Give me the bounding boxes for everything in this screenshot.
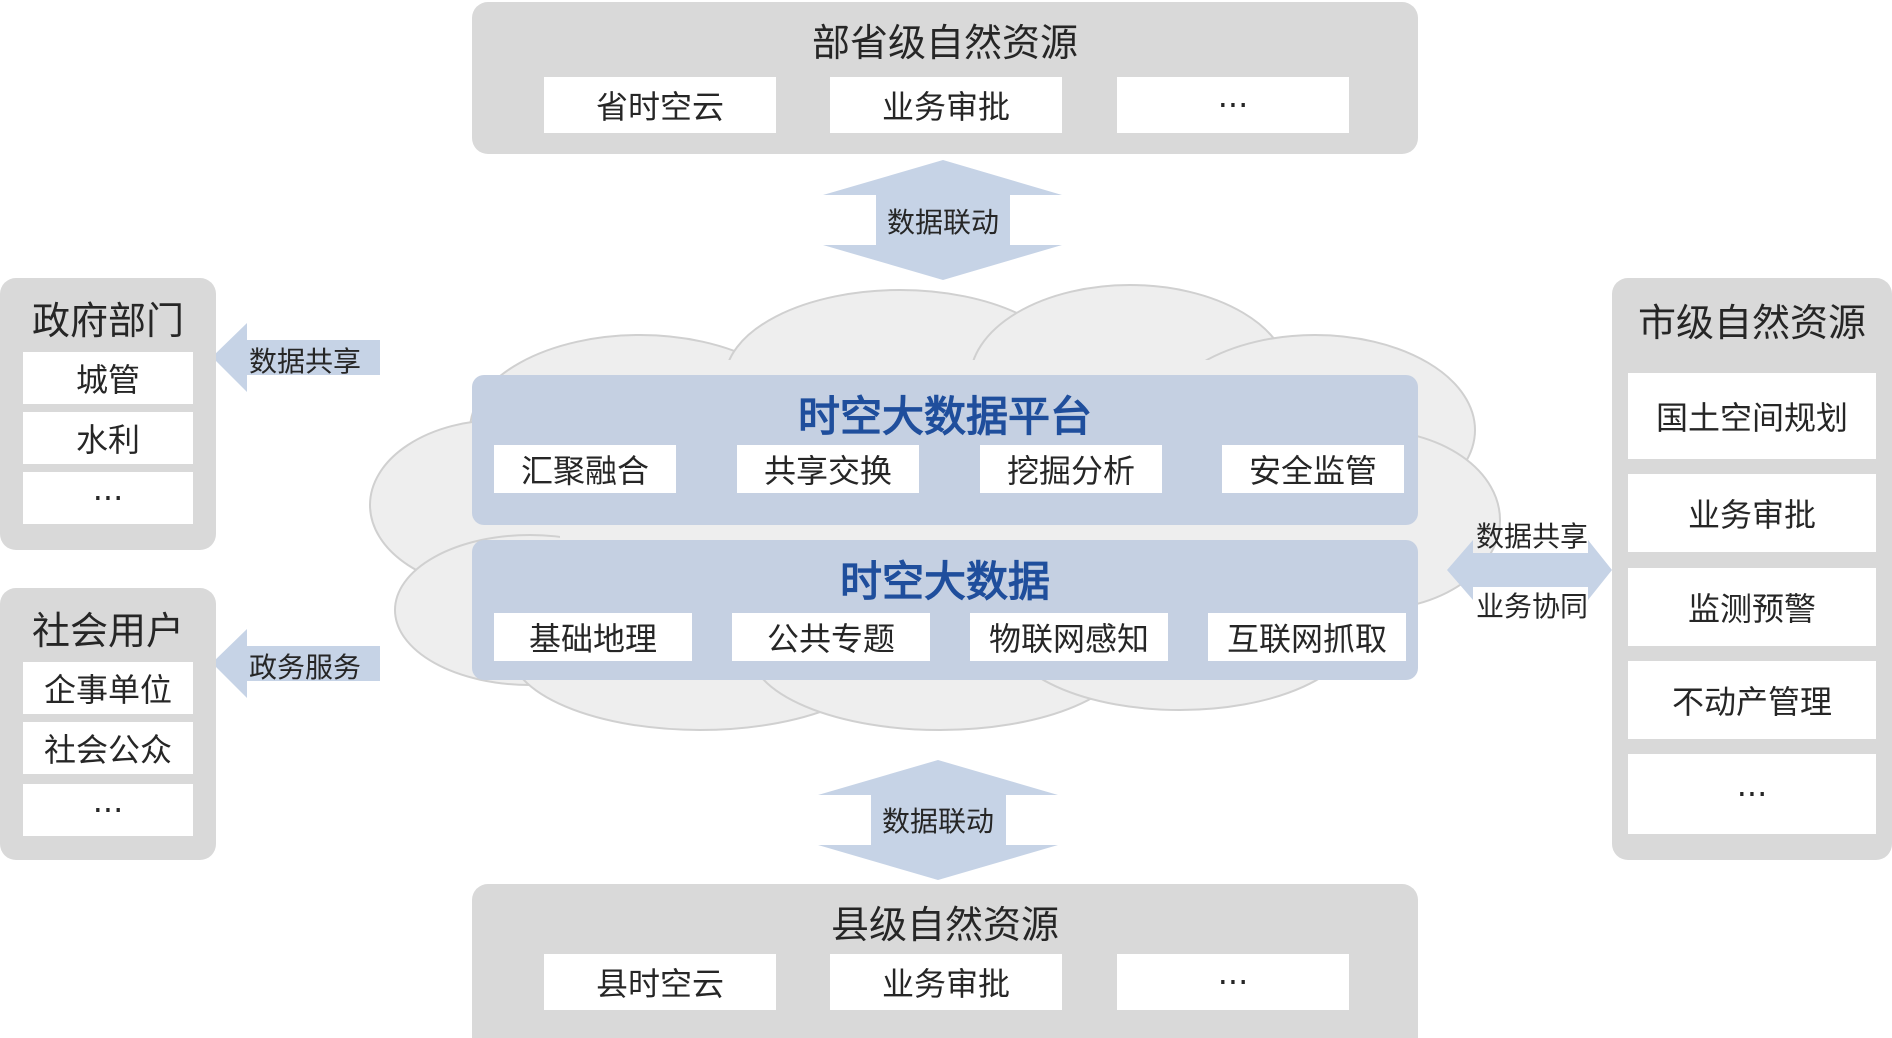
panel-title: 市级自然资源	[1637, 301, 1866, 345]
bottom-link-label: 数据联动	[881, 805, 994, 838]
item-box: 国土空间规划	[1628, 373, 1876, 459]
item-box: 业务审批	[830, 77, 1062, 133]
item-box: 不动产管理	[1628, 661, 1876, 739]
item-box: 挖掘分析	[980, 445, 1162, 493]
item-box: 安全监管	[1222, 445, 1404, 493]
gov-link-label: 数据共享	[248, 345, 361, 378]
right-link-label-bottom: 业务协同	[1475, 590, 1588, 623]
item-box: 县时空云	[544, 954, 776, 1010]
item-box: 社会公众	[23, 722, 193, 774]
item-box: 物联网感知	[970, 613, 1168, 661]
bigdata-panel: 时空大数据 基础地理 公共专题 物联网感知 互联网抓取	[472, 540, 1418, 680]
provincial-resources-panel: 部省级自然资源 省时空云 业务审批 ···	[472, 2, 1418, 154]
panel-title: 社会用户	[31, 609, 184, 653]
right-link-label-top: 数据共享	[1475, 520, 1588, 553]
panel-title: 县级自然资源	[830, 903, 1059, 947]
panel-title: 部省级自然资源	[811, 21, 1078, 65]
city-resources-panel: 市级自然资源 国土空间规划 业务审批 监测预警 不动产管理 ···	[1612, 278, 1892, 860]
arrow-shapes	[212, 160, 1612, 880]
item-box: 共享交换	[737, 445, 919, 493]
item-box: ···	[1117, 954, 1349, 1010]
item-box: 业务审批	[1628, 474, 1876, 552]
platform-panel: 时空大数据平台 汇聚融合 共享交换 挖掘分析 安全监管	[472, 375, 1418, 525]
item-box: 公共专题	[732, 613, 930, 661]
top-link-label: 数据联动	[886, 206, 999, 239]
bigdata-title: 时空大数据	[839, 557, 1050, 606]
item-box: 业务审批	[830, 954, 1062, 1010]
item-box: 监测预警	[1628, 568, 1876, 646]
item-box: ···	[1117, 77, 1349, 133]
item-box: 城管	[23, 352, 193, 404]
item-box: ···	[23, 784, 193, 836]
item-box: 互联网抓取	[1208, 613, 1406, 661]
item-box: 汇聚融合	[494, 445, 676, 493]
item-box: ···	[23, 472, 193, 524]
item-box: 企事单位	[23, 662, 193, 714]
government-panel: 政府部门 城管 水利 ···	[0, 278, 216, 550]
item-box: 水利	[23, 412, 193, 464]
item-box: 基础地理	[494, 613, 692, 661]
county-resources-panel: 县级自然资源 县时空云 业务审批 ···	[472, 884, 1418, 1038]
platform-title: 时空大数据平台	[797, 392, 1092, 441]
panel-title: 政府部门	[31, 299, 184, 343]
item-box: 省时空云	[544, 77, 776, 133]
society-link-label: 政务服务	[248, 651, 361, 684]
item-box: ···	[1628, 754, 1876, 834]
society-panel: 社会用户 企事单位 社会公众 ···	[0, 588, 216, 860]
